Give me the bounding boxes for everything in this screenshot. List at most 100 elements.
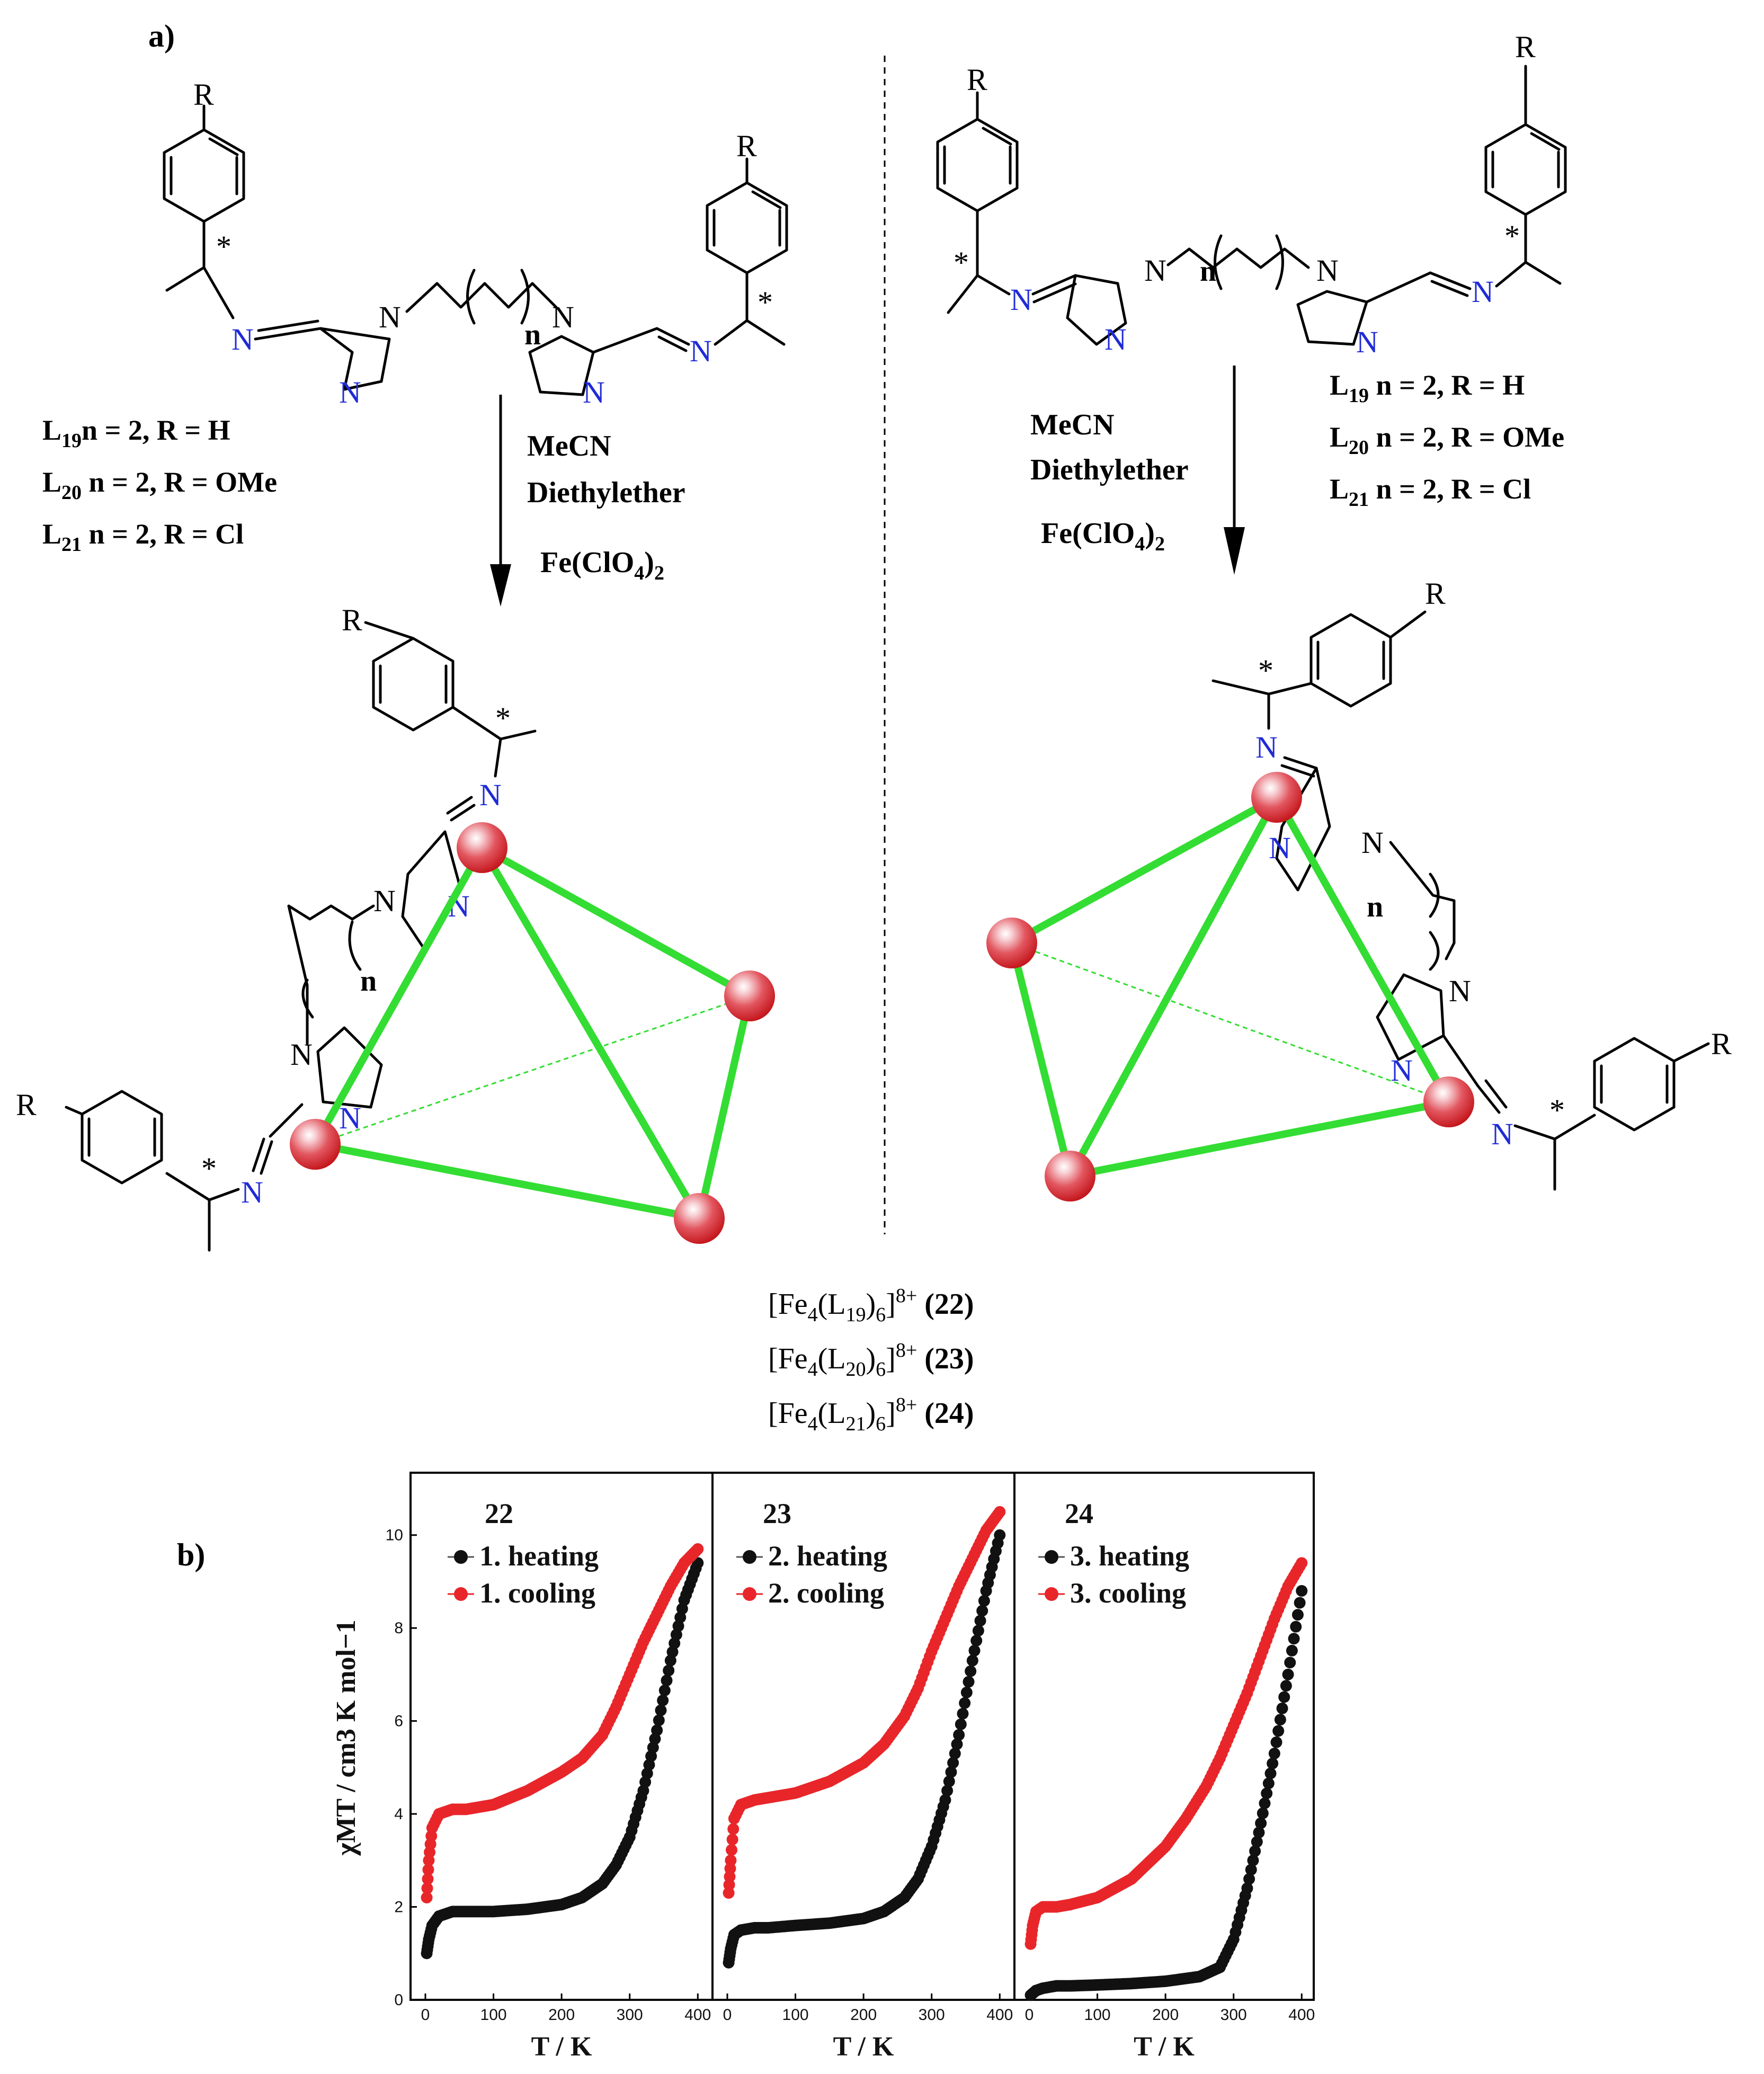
right-ligand-stereo-1: * [954, 245, 969, 280]
data-point-heating [1290, 1621, 1302, 1633]
left-ligand-imine-n-2: N [690, 334, 712, 368]
data-point-heating [1270, 1736, 1282, 1748]
left-ligand-stereo-2: * [758, 285, 773, 319]
data-point-cooling [422, 1873, 434, 1885]
data-point-heating [1280, 1680, 1292, 1692]
left-ligand-3-sub: 21 [61, 533, 82, 556]
data-point-heating [949, 1748, 961, 1760]
left-cage-fe-bottom [674, 1193, 725, 1244]
data-point-heating [966, 1654, 978, 1667]
data-point-heating [1245, 1864, 1257, 1876]
data-point-heating [1291, 1609, 1304, 1621]
x-tick-label: 0 [421, 2006, 430, 2024]
data-point-heating [951, 1738, 963, 1750]
data-point-cooling [422, 1864, 434, 1876]
y-tick-label: 2 [394, 1899, 403, 1916]
left-ligand-imid-n-4: N [583, 375, 605, 410]
left-cage-fe-right [724, 971, 775, 1021]
data-point-heating [657, 1694, 669, 1706]
product-formula-24: [Fe4(L21)6]8+ (24) [768, 1394, 974, 1435]
data-point-cooling [994, 1506, 1006, 1518]
left-ligand-chain-n: n [524, 318, 541, 351]
right-condition-salt: Fe(ClO4)2 [1041, 517, 1165, 555]
data-point-heating [1296, 1585, 1308, 1597]
product-formula-23: [Fe4(L20)6]8+ (23) [768, 1339, 974, 1381]
right-ligand-imine-n-2: N [1472, 274, 1494, 309]
y-tick-label: 6 [394, 1713, 403, 1730]
right-ligand-imid-n-3: N [1316, 253, 1339, 288]
left-ligand-r-top-right: R [736, 129, 757, 163]
x-tick-label: 200 [1152, 2006, 1179, 2024]
data-point-heating [1272, 1725, 1285, 1737]
data-point-heating [1264, 1767, 1277, 1779]
x-tick-label: 300 [1220, 2006, 1247, 2024]
data-point-cooling [1296, 1557, 1308, 1569]
svg-text:L21 n = 2, R = Cl: L21 n = 2, R = Cl [42, 518, 244, 556]
legend-marker [1045, 1550, 1058, 1564]
right-cage-imine-n-top: N [1255, 730, 1278, 764]
right-cage-fe-right [1423, 1076, 1474, 1127]
legend-marker [743, 1587, 756, 1601]
left-ligand-r-top-left: R [193, 77, 214, 112]
data-point-heating [1294, 1597, 1306, 1609]
left-ligand-imid-n-1: N [339, 375, 361, 410]
data-point-heating [1267, 1757, 1279, 1769]
product-formulas: [Fe4(L19)6]8+ (22) [Fe4(L20)6]8+ (23) [F… [768, 1285, 974, 1435]
y-tick-label: 0 [394, 1991, 403, 2009]
data-point-heating [1276, 1702, 1288, 1714]
left-ligand-3-main: L [42, 518, 61, 550]
right-cage-fe-top [1251, 772, 1302, 823]
legend-marker [1045, 1587, 1058, 1601]
data-point-heating [955, 1718, 967, 1730]
right-ligand-r-top-left: R [967, 63, 987, 97]
right-reaction-arrow [1224, 366, 1245, 575]
data-point-heating [1241, 1882, 1253, 1894]
right-condition-solvent-1: MeCN [1030, 408, 1115, 441]
x-axis-label: T / K [833, 2032, 894, 2062]
y-tick-label: 4 [394, 1805, 403, 1823]
data-point-heating [1249, 1845, 1261, 1857]
data-point-heating [1288, 1633, 1300, 1645]
x-tick-label: 200 [548, 2006, 575, 2024]
left-ligand-1-main: L [42, 414, 61, 446]
data-point-heating [653, 1714, 665, 1726]
x-tick-label: 400 [684, 2006, 711, 2024]
data-point-heating [968, 1644, 981, 1657]
right-ligand-stereo-2: * [1504, 219, 1520, 253]
x-tick-label: 100 [1084, 2006, 1111, 2024]
x-axis-label: T / K [1134, 2032, 1195, 2062]
data-point-heating [957, 1707, 969, 1720]
data-point-heating [1284, 1657, 1296, 1669]
left-condition-solvent-2: Diethylether [527, 476, 685, 509]
data-point-heating [655, 1704, 667, 1716]
right-ligand-imid-n-4: N [1356, 325, 1378, 359]
right-cage-imid-n4: N [1391, 1053, 1413, 1088]
left-cage-fe-top [457, 822, 507, 873]
data-point-heating [1261, 1787, 1273, 1800]
left-ligand-imid-n-3: N [552, 300, 574, 334]
y-tick-label: 10 [386, 1527, 403, 1544]
data-point-heating [941, 1785, 954, 1797]
right-condition-solvent-2: Diethylether [1030, 453, 1189, 486]
data-point-heating [663, 1664, 675, 1677]
data-point-heating [974, 1615, 986, 1627]
legend-label: 3. heating [1070, 1540, 1189, 1572]
data-point-heating [960, 1686, 973, 1698]
right-ligand-imid-n-1: N [1104, 322, 1127, 357]
data-point-cooling [726, 1844, 738, 1856]
left-ligand-1-rest: n = 2, R = H [82, 414, 230, 446]
data-point-heating [1243, 1873, 1255, 1885]
data-point-cooling [727, 1823, 740, 1835]
data-point-heating [963, 1676, 975, 1688]
svg-text:L19 n = 2, R = H: L19 n = 2, R = H [1330, 369, 1525, 407]
data-point-cooling [692, 1543, 704, 1555]
data-point-heating [939, 1794, 951, 1806]
left-ligand-imine-n-1: N [231, 322, 254, 357]
left-cage-r-bottom: R [16, 1088, 37, 1122]
right-cage-r-top: R [1425, 576, 1446, 611]
left-ligand-stereo-1: * [216, 229, 231, 264]
product-formula-22: [Fe4(L19)6]8+ (22) [768, 1285, 974, 1326]
panel-title: 23 [763, 1498, 791, 1529]
